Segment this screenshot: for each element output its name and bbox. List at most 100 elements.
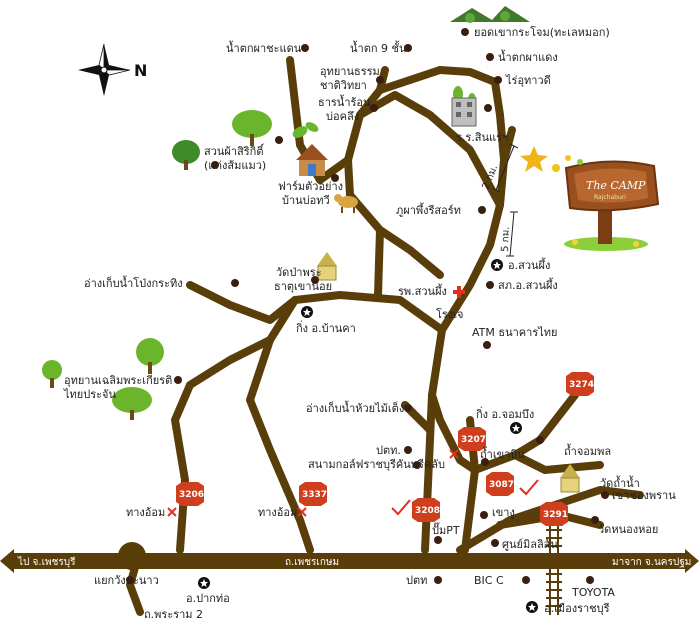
route-shield-3206: 3206 [176,482,204,506]
route-shield-3208: 3208 [412,498,440,522]
distance-lower: 5 กม. [500,226,512,252]
label-suan-phon-2: (แก่งส้มแมว) [204,159,266,172]
svg-text:3206: 3206 [179,490,204,500]
label-khao-ngu: เขางู [492,506,515,519]
label-nam-tok-9-chan: น้ำตก 9 ชั้น [350,40,407,55]
highway-right-arrow [685,549,699,573]
camp-sign-subtitle: Rajchaburi [594,194,626,201]
highway-band [10,553,690,569]
label-farm-2: บ้านบ่อทวี [282,194,330,207]
x-mark-icon [167,449,459,517]
distance-markers [491,143,519,257]
mountain-icon [450,6,530,23]
label-suan-phon-1: สวนผ้าสิริกิติ์ [204,143,265,158]
label-hot-spring-2: บ่อคลึง [326,110,359,123]
railway-ties [546,529,562,607]
label-amphoe-suanphueng: อ.สวนผึ้ง [508,257,550,272]
label-atm: ATM ธนาคารไทย [472,326,557,339]
label-police-suanphueng: สภ.อ.สวนผึ้ง [498,277,558,292]
hospital-cross-icon [453,286,465,298]
route-shield-3087: 3087 [486,472,514,496]
highway-phetkasem: ไป จ.เพชรบุรี ถ.เพชรเกษม มาจาก จ.นครปฐม [0,549,699,573]
svg-text:3337: 3337 [302,490,327,500]
label-amphoe-paktho: อ.ปากท่อ [186,592,230,605]
star-icon [520,146,548,172]
road-network [126,56,644,616]
route-shield-3207: 3207 [458,427,486,451]
highway-center-label: ถ.เพชรเกษม [285,557,339,568]
compass-north-label: N [134,61,147,80]
label-king-chombueng: กิ่ง อ.จอมบึง [476,406,535,421]
tree-icon [42,110,272,420]
svg-text:3291: 3291 [543,510,568,520]
place-labels: ยอดเขากระโจม(ทะเลหมอก) น้ำตกผาชะแดน น้ำต… [63,25,676,620]
svg-text:3087: 3087 [489,480,514,490]
road-bankha-south [246,296,314,554]
police-station-icon [198,259,538,613]
label-utthayan-2: ชาติวิทยา [320,79,367,92]
label-rongjae: โรงเจ [436,307,463,321]
label-national-park-2: ไทยประจัน [63,388,116,401]
temple-icon [560,464,580,493]
svg-text:3274: 3274 [569,380,594,390]
label-tham-chomphon: ถ้ำจอมพล [564,443,611,458]
label-pattor-lower: ปตท [406,574,427,587]
farm-house-icon [296,144,328,176]
route-shields: 3274 3207 3087 3208 3291 3206 3337 [176,372,594,526]
label-reservoir-pongkrathing: อ่างเก็บน้ำโป่งกระทิง [84,275,183,290]
label-utthayan-1: อุทยานธรรม [320,65,380,78]
label-reservoir-huaymaitaeng: อ่างเก็บน้ำห้วยไม้เต็ง [306,400,404,415]
label-bic-c: BIC C [474,574,504,587]
label-bankong: ศูนย์มิลลิสัน [502,538,558,551]
label-thang-on-mid: ทางอ้อม [258,506,297,519]
label-farm-1: ฟาร์มตัวอย่าง [278,180,343,193]
label-tham-khao-bin: ถ้ำเขาบิน [480,446,525,461]
highway-left-arrow [0,549,14,573]
label-national-park-1: อุทยานเฉลิมพระเกียรติ [64,374,172,387]
label-hot-spring-1: ธารน้ำร้อน [318,94,371,109]
label-pattor-upper: ปตท. [376,444,401,457]
label-king-banka: กิ่ง อ.บ้านคา [296,320,356,335]
label-nam-tok-phadaeng: น้ำตกผาแดง [498,49,558,64]
label-hospital: รพ.สวนผึ้ง [398,283,447,298]
label-pump-pt: ปั๊มPT [432,522,460,537]
label-golf: สนามกอล์ฟราชบุรีคันทรีคลับ [308,458,445,471]
route-shield-3291: 3291 [540,502,568,526]
railway [546,525,562,615]
temple-icon [317,252,337,281]
label-rai-uthaiwadi: ไร่อุทาวดี [505,74,551,87]
label-toyota: TOYOTA [571,586,615,599]
road-north-cross [356,91,504,209]
label-wat-tham-nam: วัดถ้ำน้ำ [600,475,640,490]
label-yod-khao: ยอดเขากระโจม(ทะเลหมอก) [474,25,610,39]
camp-board-inner [574,168,648,203]
label-rama2: ถ.พระราม 2 [144,608,203,620]
label-wat-nong-hoi: วัดหนองหอย [598,523,658,536]
road-wat [374,226,384,299]
camp-sign: The CAMP Rajchaburi [552,155,660,251]
label-resort: ภูผาพึ้งรีสอร์ท [396,202,461,217]
check-mark-icon [391,479,539,516]
label-wat-2: ธาตุเขาน้อย [274,280,332,293]
highway-right-label: มาจาก จ.นครปฐม [612,557,691,568]
road-camp-branch [500,126,516,164]
road-wat-tham-nam [511,451,604,474]
highway-left-label: ไป จ.เพชรบุรี [17,556,76,568]
svg-text:3208: 3208 [415,506,440,516]
label-amphoe-muang: อ.เมืองราชบุรี [544,602,610,615]
school-building-icon [451,97,477,127]
roundabout-icon [118,542,146,570]
label-rama-junction: แยกวังมะนาว [94,574,159,587]
label-wat-1: วัดป่าพระ [276,266,322,279]
route-shield-3274: 3274 [566,372,594,396]
camp-sign-title: The CAMP [586,179,646,192]
label-nam-tok-phachanaen: น้ำตกผาชะแดน [226,40,302,55]
cow-icon [334,194,358,213]
location-dots [126,28,609,584]
label-thang-on-left: ทางอ้อม [126,506,165,519]
flower-icon [552,155,639,247]
route-shield-3337: 3337 [299,482,327,506]
label-khao-chong-pran: เขาช่องพราน [612,489,676,502]
svg-text:3207: 3207 [461,435,486,445]
